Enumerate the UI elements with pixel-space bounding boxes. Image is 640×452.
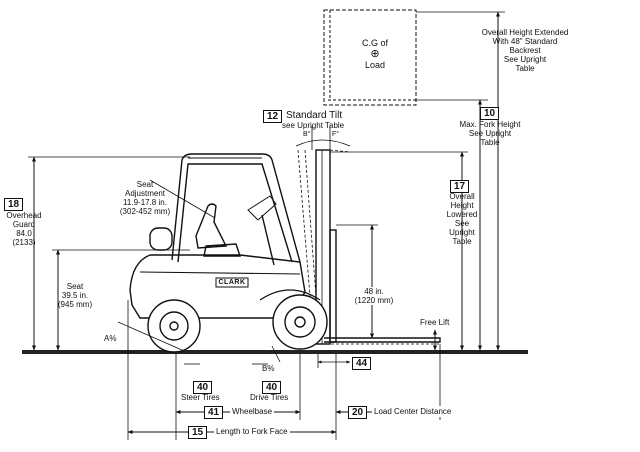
seat-height-label: Seat 39.5 in. (945 mm) [50, 282, 100, 309]
text-line: Seat [136, 180, 154, 189]
text-line: Overall [449, 192, 475, 201]
text-line: Table [480, 138, 500, 147]
standard-tilt-label: Standard Tilt [286, 110, 343, 121]
text-line: (2133) [12, 238, 36, 247]
text-line: Table [452, 237, 472, 246]
text-line: Adjustment [124, 189, 166, 198]
seat-adjustment-label: Seat Adjustment 11.9-17.8 in. (302-452 m… [100, 180, 190, 216]
standard-tilt-box: 12 [263, 110, 283, 123]
length-fork-face-box: 15 [188, 426, 208, 439]
overall-height-lowered-box: 17 [450, 180, 470, 193]
text-line: (1220 mm) [354, 296, 394, 305]
load-cg-label: C.G of ⊕ Load [350, 38, 400, 71]
max-fork-height-box: 10 [480, 107, 500, 120]
max-fork-height-label: Max. Fork Height See Upright Table [440, 120, 540, 147]
load-cg-line2: Load [364, 60, 386, 70]
text-line: Backrest [509, 46, 541, 55]
tilt-b-deg: B° [303, 131, 311, 138]
text-line: Upright [449, 228, 475, 237]
text-line: 11.9-17.8 in. [123, 198, 167, 207]
text-line: Guard [12, 220, 36, 229]
overall-height-extended-label: Overall Height Extended With 48" Standar… [450, 28, 600, 73]
load-box [323, 9, 417, 106]
wheelbase-box: 41 [204, 406, 224, 419]
text-line: 48 in. [364, 287, 384, 296]
lift-48-label: 48 in. (1220 mm) [346, 287, 402, 305]
angle-a-label: A% [104, 334, 117, 343]
text-line: Overall Height Extended [481, 28, 569, 37]
text-line: Max. Fork Height [459, 120, 521, 129]
cg-symbol-icon: ⊕ [370, 48, 380, 60]
text-line: 84.0 [16, 229, 32, 238]
free-lift-label: Free Lift [420, 318, 450, 327]
text-line: Overhead [6, 211, 42, 220]
text-line: Lowered [446, 210, 478, 219]
angle-b-label: B% [262, 364, 275, 373]
load-cg-line1: C.G of [361, 38, 388, 48]
forklift [129, 149, 441, 353]
text-line: Table [515, 64, 535, 73]
brand-logo: CLARK [218, 279, 246, 286]
wheelbase-label: Wheelbase [230, 406, 275, 417]
text-line: (945 mm) [57, 300, 93, 309]
overhead-guard-box: 18 [4, 198, 24, 211]
text-line: (302-452 mm) [119, 207, 171, 216]
text-line: Seat [66, 282, 84, 291]
load-center-label: Load Center Distance [372, 406, 454, 417]
drive-tires-box: 40 [262, 381, 282, 394]
text-line: 39.5 in. [61, 291, 89, 300]
text-line: See Upright [468, 129, 512, 138]
overhead-guard-label: Overhead Guard 84.0 (2133) [0, 211, 48, 247]
text-line: With 48" Standard [492, 37, 558, 46]
steer-tires-label: Steer Tires [181, 393, 220, 402]
dim-44-box: 44 [352, 357, 372, 370]
steer-tires-box: 40 [193, 381, 213, 394]
length-fork-face-label: Length to Fork Face [214, 426, 290, 437]
text-line: Height [450, 201, 474, 210]
drive-tires-label: Drive Tires [250, 393, 289, 402]
text-line: See Upright [503, 55, 547, 64]
load-center-box: 20 [348, 406, 368, 419]
text-line: See [454, 219, 470, 228]
overall-height-lowered-label: Overall Height Lowered See Upright Table [432, 192, 492, 246]
tilt-f-deg: F° [332, 131, 340, 138]
standard-tilt-sub: see Upright Table [282, 121, 345, 130]
